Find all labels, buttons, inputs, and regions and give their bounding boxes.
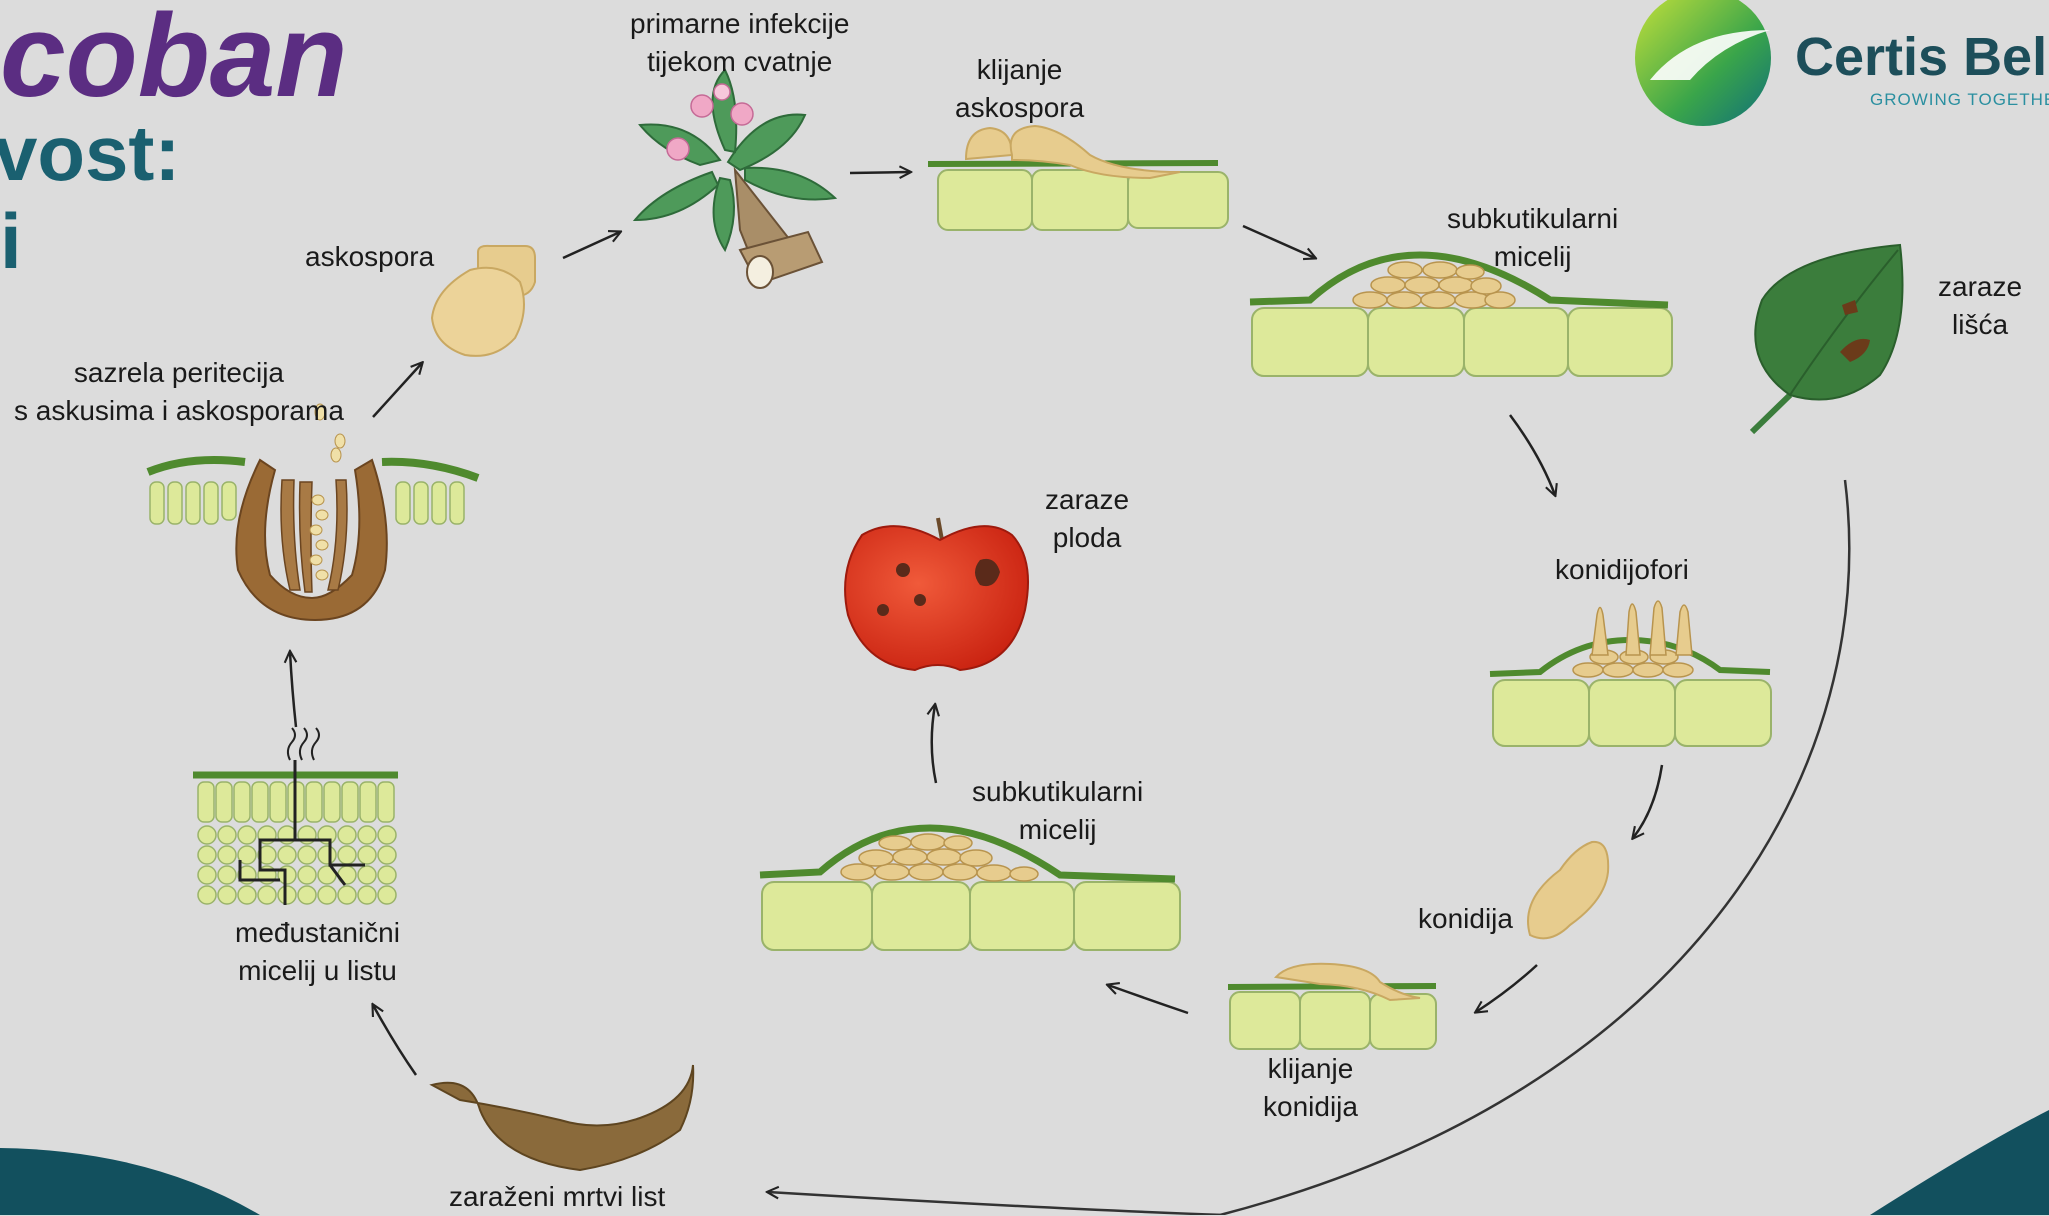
subtitle-line-1: vost: bbox=[0, 108, 180, 199]
label-ascospore: askospora bbox=[305, 238, 434, 276]
label-fruit-infection: zaraze ploda bbox=[1045, 481, 1129, 557]
label-ascospore-germination: klijanje askospora bbox=[955, 51, 1084, 127]
subtitle-line-2: i bbox=[0, 196, 22, 287]
conidiophores-illustration bbox=[1490, 601, 1771, 746]
label-conidium: konidija bbox=[1418, 900, 1513, 938]
footer-band-right bbox=[1870, 1110, 2049, 1215]
label-dead-leaf: zaraženi mrtvi list bbox=[449, 1178, 665, 1216]
logo-emblem bbox=[1635, 0, 1771, 126]
logo-brand: Certis Belch bbox=[1795, 26, 2049, 88]
conidium-illustration bbox=[1528, 842, 1608, 938]
label-subcuticular-top: subkutikularni micelij bbox=[1447, 200, 1618, 276]
label-subcuticular-center: subkutikularni micelij bbox=[972, 773, 1143, 849]
title-fragment: coban bbox=[0, 0, 348, 124]
infected-apple-illustration bbox=[845, 518, 1028, 670]
label-conidia-germination: klijanje konidija bbox=[1263, 1050, 1358, 1126]
infected-leaf-illustration bbox=[1752, 245, 1903, 432]
label-conidiophores: konidijofori bbox=[1555, 551, 1689, 589]
dead-leaf-illustration bbox=[432, 1065, 693, 1170]
ascospore-germination-illustration bbox=[928, 126, 1228, 230]
label-primary-infection: primarne infekcije tijekom cvatnje bbox=[630, 5, 849, 81]
perithecium-illustration bbox=[148, 404, 478, 620]
label-leaf-infection: zaraze lišća bbox=[1938, 268, 2022, 344]
logo-tagline: GROWING TOGETHER bbox=[1870, 90, 2049, 110]
label-intercellular: međustanični micelij u listu bbox=[235, 914, 400, 990]
label-perithecium: sazrela peritecija s askusima i askospor… bbox=[14, 354, 344, 430]
conidia-germination-illustration bbox=[1228, 964, 1436, 1049]
ascospore-illustration bbox=[432, 246, 535, 356]
footer-band-left bbox=[0, 1148, 260, 1215]
intercellular-mycelium-illustration bbox=[193, 728, 398, 905]
flowering-branch-illustration bbox=[635, 70, 835, 288]
